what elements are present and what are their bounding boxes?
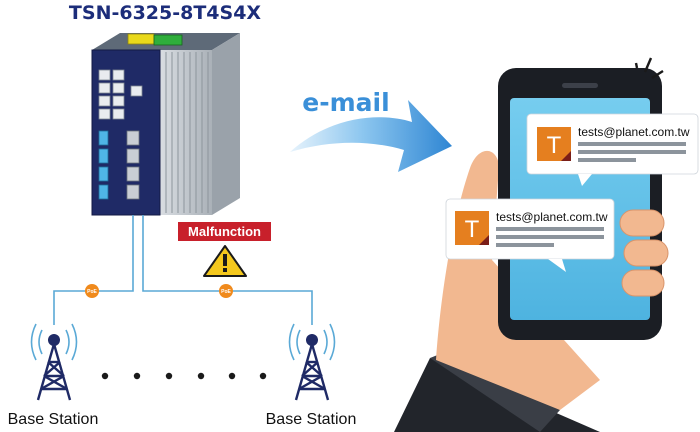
base-station-label-right: Base Station — [266, 411, 357, 428]
email-arrow — [290, 100, 452, 172]
email-notification-card[interactable]: T tests@planet.com.tw — [526, 113, 699, 186]
base-station-label-left: Base Station — [8, 411, 99, 428]
warning-icon — [203, 245, 247, 277]
notification-email: tests@planet.com.tw — [578, 125, 690, 139]
notification-email: tests@planet.com.tw — [496, 210, 608, 224]
avatar-initial: T — [547, 132, 562, 159]
email-notification-card[interactable]: T tests@planet.com.tw — [445, 198, 615, 272]
antenna-tower-left-icon — [30, 323, 78, 401]
poe-badge-left — [85, 284, 99, 298]
device-model-title: TSN-6325-8T4S4X — [69, 2, 262, 24]
poe-label-right: PoE — [221, 289, 231, 295]
avatar-initial: T — [465, 216, 480, 243]
ellipsis-dots — [101, 372, 267, 380]
malfunction-badge — [178, 222, 271, 241]
email-arrow-label: e-mail — [302, 88, 389, 117]
avatar — [455, 211, 489, 245]
malfunction-label: Malfunction — [188, 224, 261, 239]
poe-badge-right — [219, 284, 233, 298]
antenna-tower-right-icon — [288, 323, 336, 401]
poe-label-left: PoE — [87, 289, 97, 295]
avatar — [537, 127, 571, 161]
industrial-switch — [91, 33, 240, 216]
